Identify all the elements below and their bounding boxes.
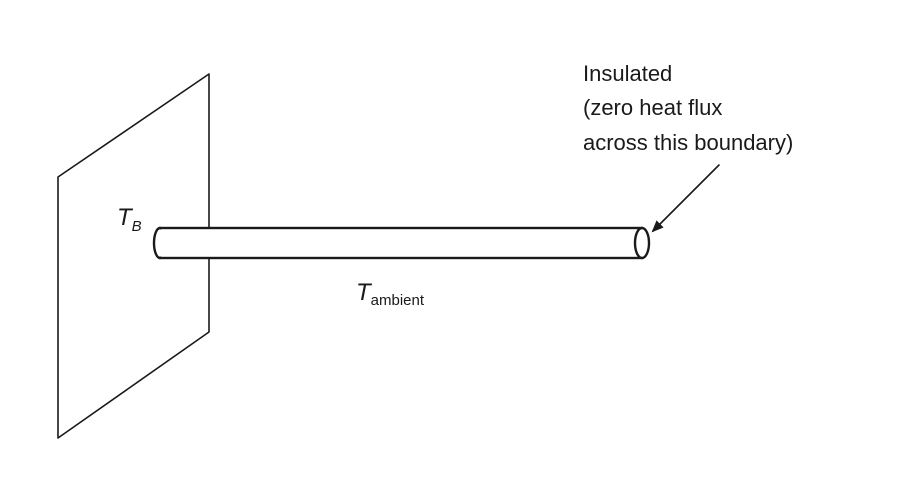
ambient-temperature-label: Tambient: [356, 279, 425, 309]
insulated-note: Insulated (zero heat flux across this bo…: [583, 61, 793, 155]
insulated-note-line3: across this boundary): [583, 130, 793, 155]
pointer-arrow: [651, 164, 720, 233]
base-temperature-label: TB: [117, 204, 142, 235]
insulated-note-line2: (zero heat flux: [583, 95, 722, 120]
rod-body: [158, 226, 644, 260]
wall-plane: [57, 73, 210, 439]
rod-base-end: [152, 226, 162, 260]
insulated-note-line1: Insulated: [583, 61, 672, 86]
fin-rod: [152, 226, 651, 260]
rod-tip-end: [633, 226, 651, 260]
